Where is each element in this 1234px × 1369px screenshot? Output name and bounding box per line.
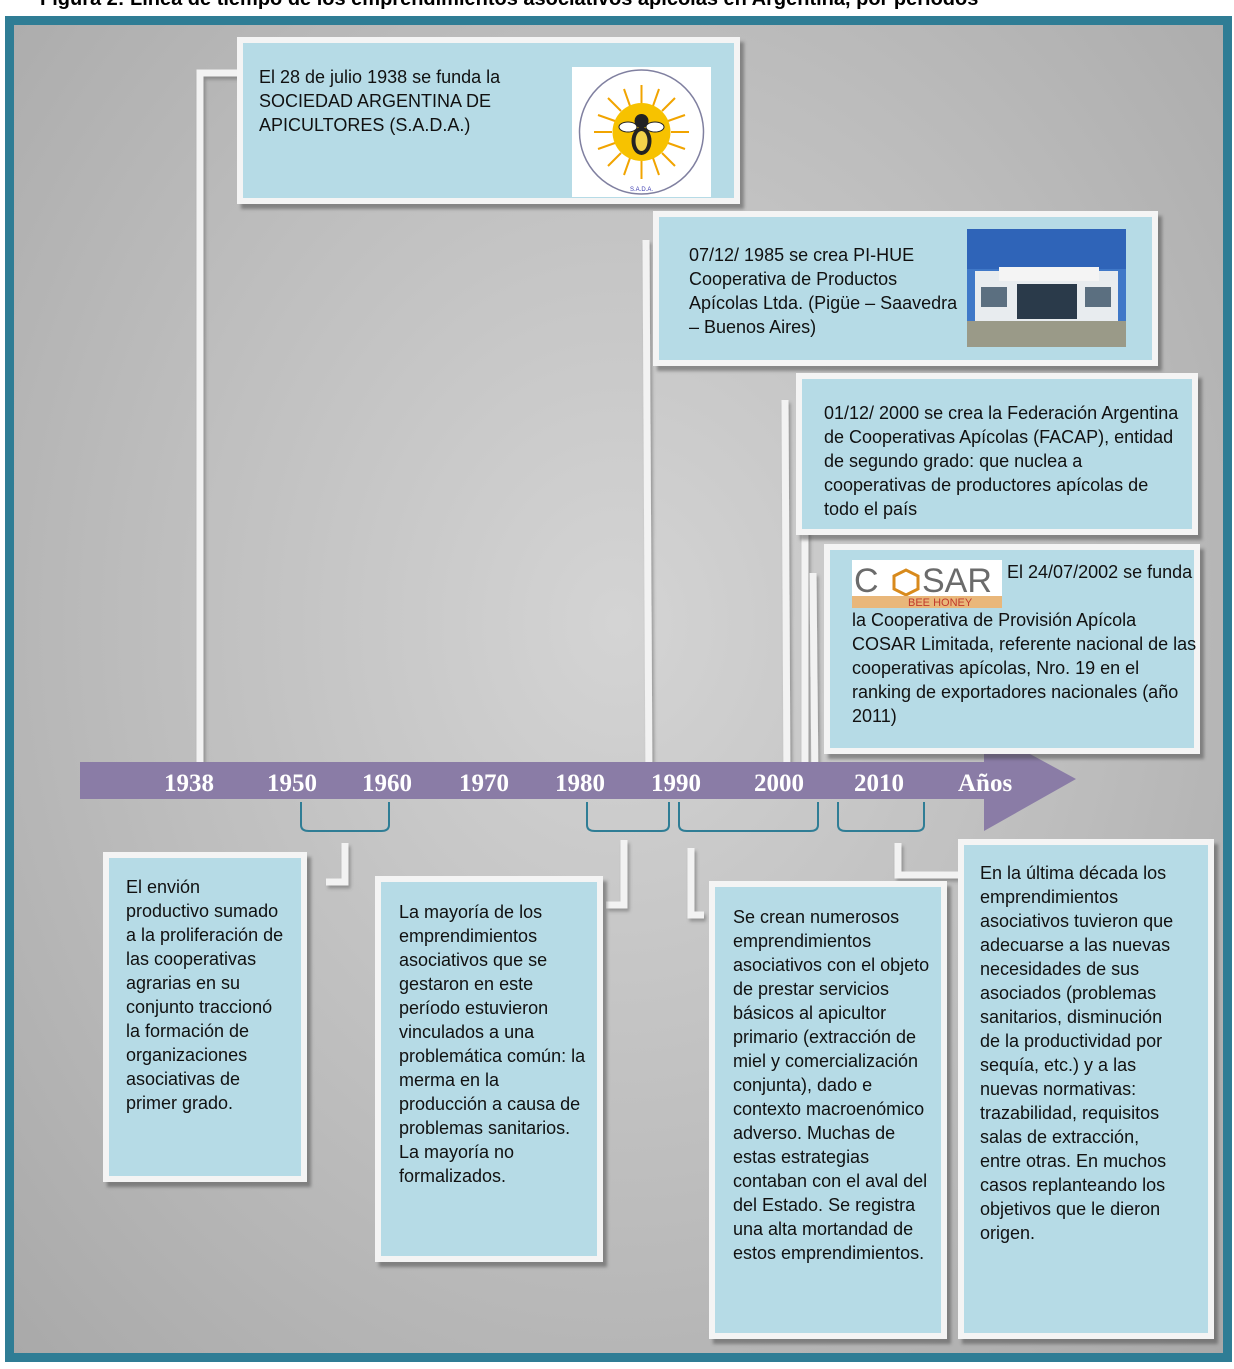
cosar-logo-tagline: BEE HONEY: [908, 597, 973, 608]
period-text-2010: En la última década los emprendimientos …: [980, 863, 1174, 1243]
event-text-1938: El 28 de julio 1938 se funda la SOCIEDAD…: [259, 67, 501, 135]
year-labels: 1938 1950 1960 1970 1980 1990 2000 2010 …: [164, 770, 1012, 797]
year-label-1938: 1938: [164, 770, 214, 797]
event-box-2000: 01/12/ 2000 se crea la Federación Argent…: [796, 373, 1198, 535]
event-text-2000: 01/12/ 2000 se crea la Federación Argent…: [824, 403, 1179, 519]
connector-1980s: [606, 840, 628, 909]
connector-1990s: [687, 848, 704, 919]
year-label-1960: 1960: [362, 770, 412, 797]
period-box-1950-1980: La mayoría de los emprendimientos asocia…: [375, 876, 603, 1262]
bracket-1980s: [586, 802, 670, 832]
diagram-frame: 1938 1950 1960 1970 1980 1990 2000 2010 …: [5, 16, 1232, 1362]
sada-logo-text: S.A.D.A.: [630, 187, 653, 193]
timeline-arrow: [80, 729, 1076, 831]
timeline-graphic: 1938 1950 1960 1970 1980 1990 2000 2010 …: [80, 69, 1076, 919]
event-text-1985: 07/12/ 1985 se crea PI-HUE Cooperativa d…: [689, 245, 958, 337]
event-text-2002: C SAR BEE HONEY El 24/07/2002 se funda l…: [852, 560, 1197, 728]
connector-1950s: [326, 843, 349, 886]
period-text-1938-1950: El envión productivo sumado a la prolife…: [126, 877, 284, 1113]
year-label-2000: 2000: [754, 770, 804, 797]
connector-2010s: [894, 843, 959, 879]
year-label-1980: 1980: [555, 770, 605, 797]
period-brackets: [300, 802, 925, 832]
connector-1938: [196, 69, 240, 788]
axis-label: Años: [958, 770, 1012, 797]
event-box-1938: El 28 de julio 1938 se funda la SOCIEDAD…: [237, 37, 740, 204]
page-title: Figura 2: Línea de tiempo de los emprend…: [40, 0, 1220, 11]
event-box-1985: 07/12/ 1985 se crea PI-HUE Cooperativa d…: [653, 211, 1158, 366]
bracket-2010s: [837, 802, 925, 832]
year-label-1950: 1950: [267, 770, 317, 797]
connector-2002: [809, 572, 819, 784]
period-box-1990-2000: Se crean numerosos emprendimientos asoci…: [709, 881, 947, 1339]
period-box-1938-1950: El envión productivo sumado a la prolife…: [103, 852, 307, 1182]
period-text-1990-2000: Se crean numerosos emprendimientos asoci…: [733, 907, 930, 1263]
connector-1985: [642, 239, 653, 784]
connector-lines: [196, 69, 959, 919]
year-label-2010: 2010: [854, 770, 904, 797]
cosar-logo-sar: SAR: [922, 562, 992, 600]
year-label-1990: 1990: [651, 770, 701, 797]
hexagon-icon: [892, 568, 920, 597]
period-text-1950-1980: La mayoría de los emprendimientos asocia…: [399, 902, 586, 1186]
bracket-1950s: [300, 802, 390, 832]
year-label-1970: 1970: [459, 770, 509, 797]
cosar-logo: C SAR BEE HONEY: [852, 560, 1002, 609]
event-text-2002-body: El 24/07/2002 se funda la Cooperativa de…: [852, 562, 1197, 726]
event-box-2002: C SAR BEE HONEY El 24/07/2002 se funda l…: [824, 544, 1200, 754]
period-box-2010: En la última década los emprendimientos …: [958, 839, 1214, 1339]
connector-2000a: [781, 399, 791, 784]
sada-logo: S.A.D.A.: [572, 67, 711, 197]
bracket-1990s: [678, 802, 819, 832]
pihue-building-photo: [967, 229, 1126, 347]
cosar-logo-c: C: [854, 562, 879, 600]
